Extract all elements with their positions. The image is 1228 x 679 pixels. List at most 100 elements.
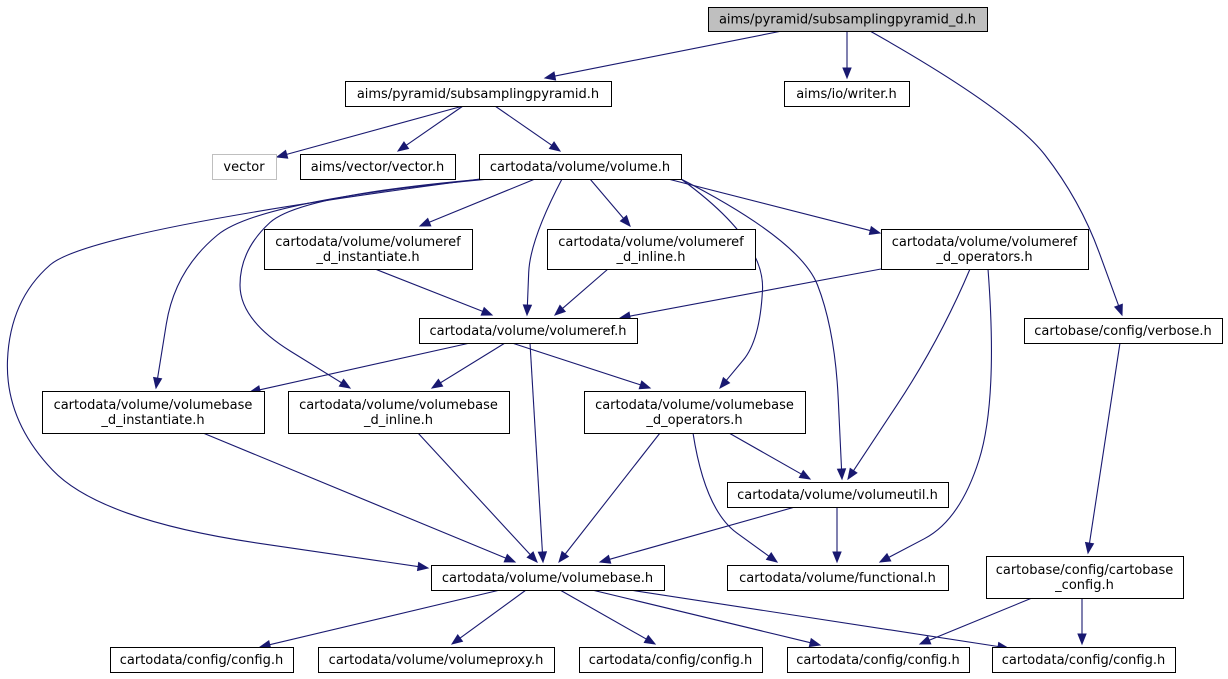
node-n13[interactable]: cartodata/volume/volumebase_d_operators.…: [584, 391, 806, 434]
node-label: cartodata/volume/volumeutil.h: [737, 488, 938, 503]
node-n22[interactable]: cartodata/config/config.h: [992, 647, 1176, 673]
node-label-line: cartobase/config/cartobase: [996, 563, 1174, 578]
node-n20[interactable]: cartodata/config/config.h: [579, 647, 763, 673]
node-box[interactable]: [318, 647, 555, 673]
edge-line: [554, 30, 783, 77]
edge-line: [239, 178, 485, 384]
node-label: cartodata/volume/volumeref.h: [430, 324, 627, 339]
edge-n1-n4: [396, 105, 464, 152]
node-box[interactable]: [727, 482, 949, 508]
edge-n5-n15: [6, 178, 481, 572]
node-n0[interactable]: aims/pyramid/subsamplingpyramid_d.h: [708, 7, 988, 32]
node-label-line: _d_operators.h: [935, 250, 1032, 265]
arrow-head-icon: [619, 214, 631, 228]
node-n1[interactable]: aims/pyramid/subsamplingpyramid.h: [345, 81, 612, 107]
arrow-head-icon: [1084, 541, 1095, 555]
node-n16[interactable]: cartodata/volume/functional.h: [727, 565, 949, 591]
node-box[interactable]: [300, 154, 456, 180]
node-n3[interactable]: vector: [212, 154, 277, 180]
arrow-head-icon: [537, 551, 548, 564]
edge-n1-n5: [494, 105, 562, 152]
arrow-head-icon: [798, 469, 812, 480]
node-box[interactable]: [547, 229, 756, 270]
node-box[interactable]: [345, 81, 612, 107]
node-n18[interactable]: cartodata/config/config.h: [110, 647, 294, 673]
edge-line: [6, 178, 481, 568]
node-box[interactable]: [584, 391, 806, 434]
arrow-head-icon: [418, 217, 432, 227]
edge-n7-n9: [553, 268, 609, 316]
node-n19[interactable]: cartodata/volume/volumeproxy.h: [318, 647, 555, 673]
node-box[interactable]: [479, 154, 682, 180]
edge-n8-n16: [878, 268, 992, 563]
node-label: aims/vector/vector.h: [311, 160, 444, 175]
edge-line: [1088, 342, 1121, 544]
edge-n5-n13: [680, 178, 764, 390]
arrow-head-icon: [878, 552, 892, 563]
node-box[interactable]: [579, 647, 763, 673]
node-box[interactable]: [419, 318, 638, 344]
node-n5[interactable]: cartodata/volume/volume.h: [479, 154, 682, 180]
edge-n11-n15: [202, 432, 517, 563]
node-n6[interactable]: cartodata/volume/volumeref_d_instantiate…: [264, 229, 473, 270]
node-n4[interactable]: aims/vector/vector.h: [300, 154, 456, 180]
edge-n5-n14: [680, 178, 847, 481]
node-box[interactable]: [264, 229, 473, 270]
node-box[interactable]: [212, 154, 277, 180]
edge-line: [417, 432, 531, 556]
edge-line: [202, 432, 506, 559]
node-box[interactable]: [708, 7, 988, 32]
node-n9[interactable]: cartodata/volume/volumeref.h: [419, 318, 638, 344]
node-n8[interactable]: cartodata/volume/volumeref_d_operators.h: [881, 229, 1089, 270]
node-box[interactable]: [787, 647, 970, 673]
node-box[interactable]: [881, 229, 1089, 270]
node-label-line: _d_operators.h: [645, 413, 742, 428]
node-box[interactable]: [288, 391, 510, 434]
node-label: cartodata/volume/volumeref_d_inline.h: [558, 235, 744, 265]
edge-n0-n2: [842, 31, 852, 80]
node-label: cartodata/volume/functional.h: [739, 571, 936, 586]
node-box[interactable]: [784, 81, 910, 107]
node-label: aims/pyramid/subsamplingpyramid.h: [357, 87, 599, 102]
node-box[interactable]: [992, 647, 1176, 673]
edge-line: [680, 178, 764, 381]
edge-n9-n12: [430, 342, 506, 389]
node-n12[interactable]: cartodata/volume/volumebase_d_inline.h: [288, 391, 510, 434]
node-label: cartobase/config/cartobase_config.h: [996, 563, 1174, 593]
node-n2[interactable]: aims/io/writer.h: [784, 81, 910, 107]
edge-line: [629, 268, 882, 317]
node-box[interactable]: [110, 647, 294, 673]
edge-line: [511, 342, 641, 386]
node-label: vector: [223, 160, 265, 175]
edge-line: [526, 178, 563, 306]
edge-n0-n1: [543, 30, 783, 81]
node-box[interactable]: [431, 565, 665, 591]
arrow-head-icon: [543, 71, 557, 81]
node-box[interactable]: [986, 556, 1184, 599]
edge-line: [529, 342, 543, 553]
arrow-head-icon: [450, 633, 464, 645]
node-box[interactable]: [42, 391, 265, 434]
node-n15[interactable]: cartodata/volume/volumebase.h: [431, 565, 665, 591]
edge-line: [259, 342, 471, 391]
graph-edges: [6, 30, 1123, 652]
arrow-head-icon: [1077, 633, 1087, 646]
edge-line: [609, 506, 796, 560]
edge-n5-n11: [152, 178, 491, 390]
edge-n10-n17: [1084, 342, 1121, 555]
node-n21[interactable]: cartodata/config/config.h: [787, 647, 970, 673]
node-n10[interactable]: cartobase/config/verbose.h: [1024, 318, 1223, 344]
node-box[interactable]: [727, 565, 949, 591]
edge-line: [629, 589, 999, 648]
edge-n8-n9: [618, 268, 882, 321]
node-box[interactable]: [1024, 318, 1223, 344]
node-n11[interactable]: cartodata/volume/volumebase_d_instantiat…: [42, 391, 265, 434]
arrow-head-icon: [152, 376, 163, 390]
node-n17[interactable]: cartobase/config/cartobase_config.h: [986, 556, 1184, 599]
edge-line: [853, 268, 971, 471]
node-n7[interactable]: cartodata/volume/volumeref_d_inline.h: [547, 229, 756, 270]
node-label-line: cartodata/volume/volumeref: [558, 235, 744, 250]
node-n14[interactable]: cartodata/volume/volumeutil.h: [727, 482, 949, 508]
arrow-head-icon: [522, 304, 533, 317]
